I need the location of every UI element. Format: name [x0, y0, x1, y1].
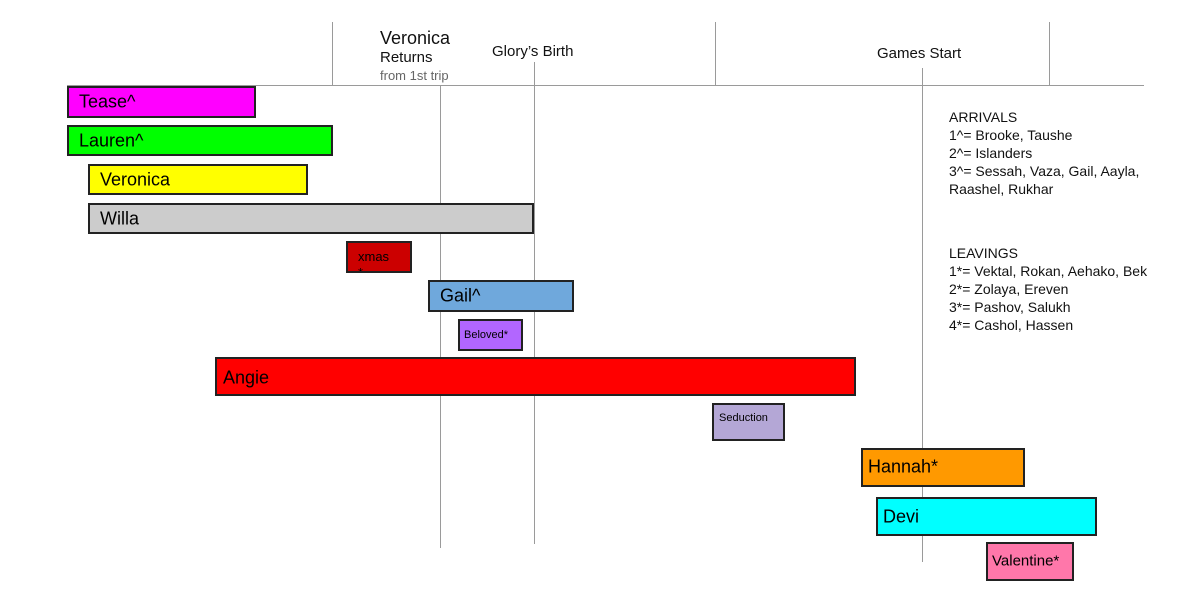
lauren-label: Lauren^ — [79, 130, 144, 150]
veronica-bar: Veronica — [88, 164, 308, 195]
beloved-label: Beloved* — [464, 329, 509, 341]
seduction-bar: Seduction — [712, 403, 785, 441]
valentine-label: Valentine* — [992, 552, 1060, 570]
angie-bar: Angie — [215, 357, 856, 396]
tease-bar: Tease^ — [67, 86, 256, 118]
tease-label: Tease^ — [79, 91, 136, 112]
devi-label: Devi — [883, 506, 920, 526]
leavings-line-1: 1*= Vektal, Rokan, Aehako, Bek — [949, 263, 1148, 279]
timeline-axis — [67, 85, 1144, 86]
gail-bar: Gail^ — [428, 280, 574, 312]
devi-bar: Devi — [876, 497, 1097, 536]
arrivals-line-3: 3^= Sessah, Vaza, Gail, Aayla, — [949, 163, 1140, 179]
arrivals-line-1: 1^= Brooke, Taushe — [949, 127, 1073, 143]
veronica-returns-word: Returns — [380, 49, 433, 66]
hannah-bar: Hannah* — [861, 448, 1025, 487]
header-divider-3 — [1049, 22, 1050, 86]
leavings-title: LEAVINGS — [949, 245, 1018, 261]
leavings-legend: LEAVINGS 1*= Vektal, Rokan, Aehako, Bek … — [949, 244, 1147, 334]
xmas-bar: xmas * — [346, 241, 412, 273]
glorys-birth-label: Glory’s Birth — [492, 43, 574, 60]
veronica-returns-line — [440, 86, 441, 548]
xmas-extra: * — [358, 265, 364, 273]
leavings-line-3: 3*= Pashov, Salukh — [949, 299, 1071, 315]
games-start-line — [922, 68, 923, 562]
arrivals-legend: ARRIVALS 1^= Brooke, Taushe 2^= Islander… — [949, 108, 1139, 198]
valentine-bar: Valentine* — [986, 542, 1074, 581]
gail-label: Gail^ — [440, 285, 481, 306]
angie-label: Angie — [223, 367, 270, 388]
willa-bar: Willa — [88, 203, 534, 234]
hannah-label: Hannah* — [868, 456, 939, 477]
leavings-line-4: 4*= Cashol, Hassen — [949, 317, 1074, 333]
veronica-returns-name: Veronica — [380, 28, 451, 48]
willa-label: Willa — [100, 208, 139, 228]
beloved-bar: Beloved* — [458, 319, 523, 351]
veronica-label: Veronica — [100, 169, 171, 189]
veronica-returns-sub: from 1st trip — [380, 68, 449, 83]
veronica-returns-marker: Veronica Returns from 1st trip — [380, 28, 450, 84]
arrivals-line-2: 2^= Islanders — [949, 145, 1033, 161]
games-start-label: Games Start — [877, 45, 962, 62]
header-divider-2 — [715, 22, 716, 86]
seduction-label: Seduction — [719, 412, 768, 424]
header-divider-1 — [332, 22, 333, 86]
arrivals-title: ARRIVALS — [949, 109, 1018, 125]
xmas-label: xmas — [358, 249, 390, 264]
arrivals-line-4: Raashel, Rukhar — [949, 181, 1054, 197]
lauren-bar: Lauren^ — [67, 125, 333, 156]
leavings-line-2: 2*= Zolaya, Ereven — [949, 281, 1069, 297]
